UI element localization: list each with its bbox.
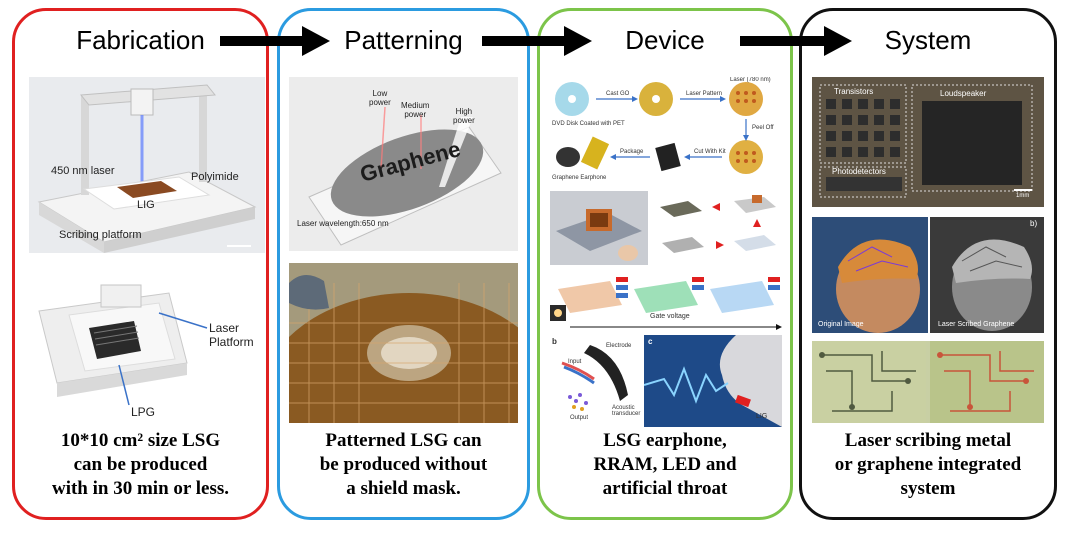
label-laser-scribed-graphene: Laser Scribed Graphene (938, 321, 1015, 328)
laser-platform-image: Laser Platform LPG (29, 273, 265, 423)
label-laser-780: Laser (780 nm) (730, 77, 771, 83)
label-polyimide: Polyimide (191, 171, 239, 183)
laser-scribing-illustration (37, 84, 257, 253)
rram-process-illustration (660, 195, 776, 253)
device-panel: Device DVD Disk Coated with PET Cast GO … (537, 8, 793, 520)
label-laser-pattern: Laser Pattern (686, 91, 723, 97)
system-panel: System Transistors Loudspeaker Photodete… (799, 8, 1057, 520)
artificial-throat-image: c LIG (644, 335, 782, 427)
panel-title: System (884, 25, 972, 55)
led-image: Gate voltage (550, 269, 782, 331)
brain-original-image: Original Image (812, 217, 928, 333)
integrated-system-illustration (812, 77, 1044, 207)
label-transistors: Transistors (834, 87, 874, 96)
label-input: Input (568, 359, 582, 365)
arrow-right-icon (740, 26, 852, 56)
panel-title: Fabrication (76, 25, 205, 55)
caption-line: 10*10 cm² size LSG (60, 430, 221, 451)
patterned-wafer-image (289, 263, 518, 423)
label-lpg: LPG (131, 405, 156, 419)
label-medium-power: Medium power (401, 101, 430, 119)
brain-original-illustration (812, 217, 928, 333)
caption-line: with in 30 min or less. (51, 478, 229, 499)
rram-process-image (652, 191, 782, 265)
panel-caption: Patterned LSG can be produced without a … (286, 429, 521, 501)
arrow-right-icon (220, 26, 330, 56)
laser-power-image: Low power Medium power High power Graphe… (289, 77, 518, 251)
rram-device-image (550, 191, 648, 265)
brain-lsg-image: b) Laser Scribed Graphene (930, 217, 1044, 333)
caption-line: RRAM, LED and (593, 454, 737, 475)
patterning-panel: Patterning Low power Medium power High p… (277, 8, 530, 520)
label-laser-platform: Laser Platform (209, 321, 254, 349)
label-gate-voltage: Gate voltage (650, 313, 690, 320)
label-c: c (648, 337, 653, 346)
label-b-lsg: b) (1030, 219, 1038, 228)
laser-scribing-image: 450 nm laser Polyimide LIG Scribing plat… (29, 77, 265, 253)
laser-power-illustration (308, 106, 502, 246)
label-original-image: Original Image (818, 321, 864, 328)
caption-line: can be produced (73, 454, 208, 475)
label-package: Package (620, 149, 644, 155)
panel-caption: LSG earphone, RRAM, LED and artificial t… (546, 429, 784, 501)
caption-line: Laser scribing metal (844, 430, 1012, 451)
label-cut-with-kit: Cut With Kit (694, 149, 726, 155)
acoustic-diagram-illustration (561, 345, 628, 411)
caption-line: LSG earphone, (603, 430, 727, 451)
caption-line: system (900, 478, 956, 499)
integrated-system-image: Transistors Loudspeaker Photodetectors 1… (812, 77, 1044, 207)
label-electrode: Electrode (606, 343, 632, 349)
label-scale: 1mm (1016, 193, 1030, 199)
caption-line: or graphene integrated (834, 454, 1022, 475)
panel-caption: 10*10 cm² size LSG can be produced with … (21, 429, 260, 501)
laser-platform-illustration (38, 284, 208, 406)
caption-line: a shield mask. (346, 478, 461, 499)
caption-line: be produced without (319, 454, 488, 475)
label-disk: DVD Disk Coated with PET (552, 121, 625, 127)
label-high-power: High power (453, 107, 475, 125)
label-peel-off: Peel Off (752, 125, 774, 131)
brain-lsg-illustration (930, 217, 1044, 333)
artificial-throat-illustration (644, 335, 782, 427)
label-output: Output (570, 415, 589, 421)
caption-line: Patterned LSG can (325, 430, 482, 451)
caption-line: artificial throat (602, 478, 728, 499)
panel-caption: Laser scribing metal or graphene integra… (808, 429, 1048, 501)
scale-bar (227, 245, 251, 247)
fabrication-panel: Fabrication 450 nm laser Polyimide LIG S… (12, 8, 269, 520)
label-b: b (552, 337, 557, 346)
label-platform: Scribing platform (59, 229, 142, 241)
label-wavelength: Laser wavelength:650 nm (297, 219, 389, 228)
label-graphene-earphone: Graphene Earphone (552, 175, 607, 181)
acoustic-diagram-image: b Electrode Input Output Acoustic transd… (550, 335, 642, 427)
patterned-wafer-illustration (289, 263, 518, 423)
earphone-process-illustration (555, 82, 763, 174)
led-illustration (550, 277, 782, 330)
earphone-process-image: DVD Disk Coated with PET Cast GO Laser P… (550, 77, 782, 187)
label-low-power: Low power (369, 89, 391, 107)
label-photodetectors: Photodetectors (832, 167, 886, 176)
label-acoustic: Acoustic transducer (612, 405, 641, 417)
circuit-board-illustration (812, 341, 1044, 423)
label-loudspeaker: Loudspeaker (940, 89, 987, 98)
label-lig: LIG (137, 199, 155, 211)
arrow-right-icon (482, 26, 592, 56)
label-laser: 450 nm laser (51, 165, 115, 177)
panel-title: Patterning (344, 25, 463, 55)
label-cast-go: Cast GO (606, 91, 630, 97)
rram-device-illustration (556, 209, 642, 261)
panel-title: Device (625, 25, 705, 55)
circuit-board-image (812, 341, 1044, 423)
label-lig-throat: LIG (756, 413, 768, 420)
